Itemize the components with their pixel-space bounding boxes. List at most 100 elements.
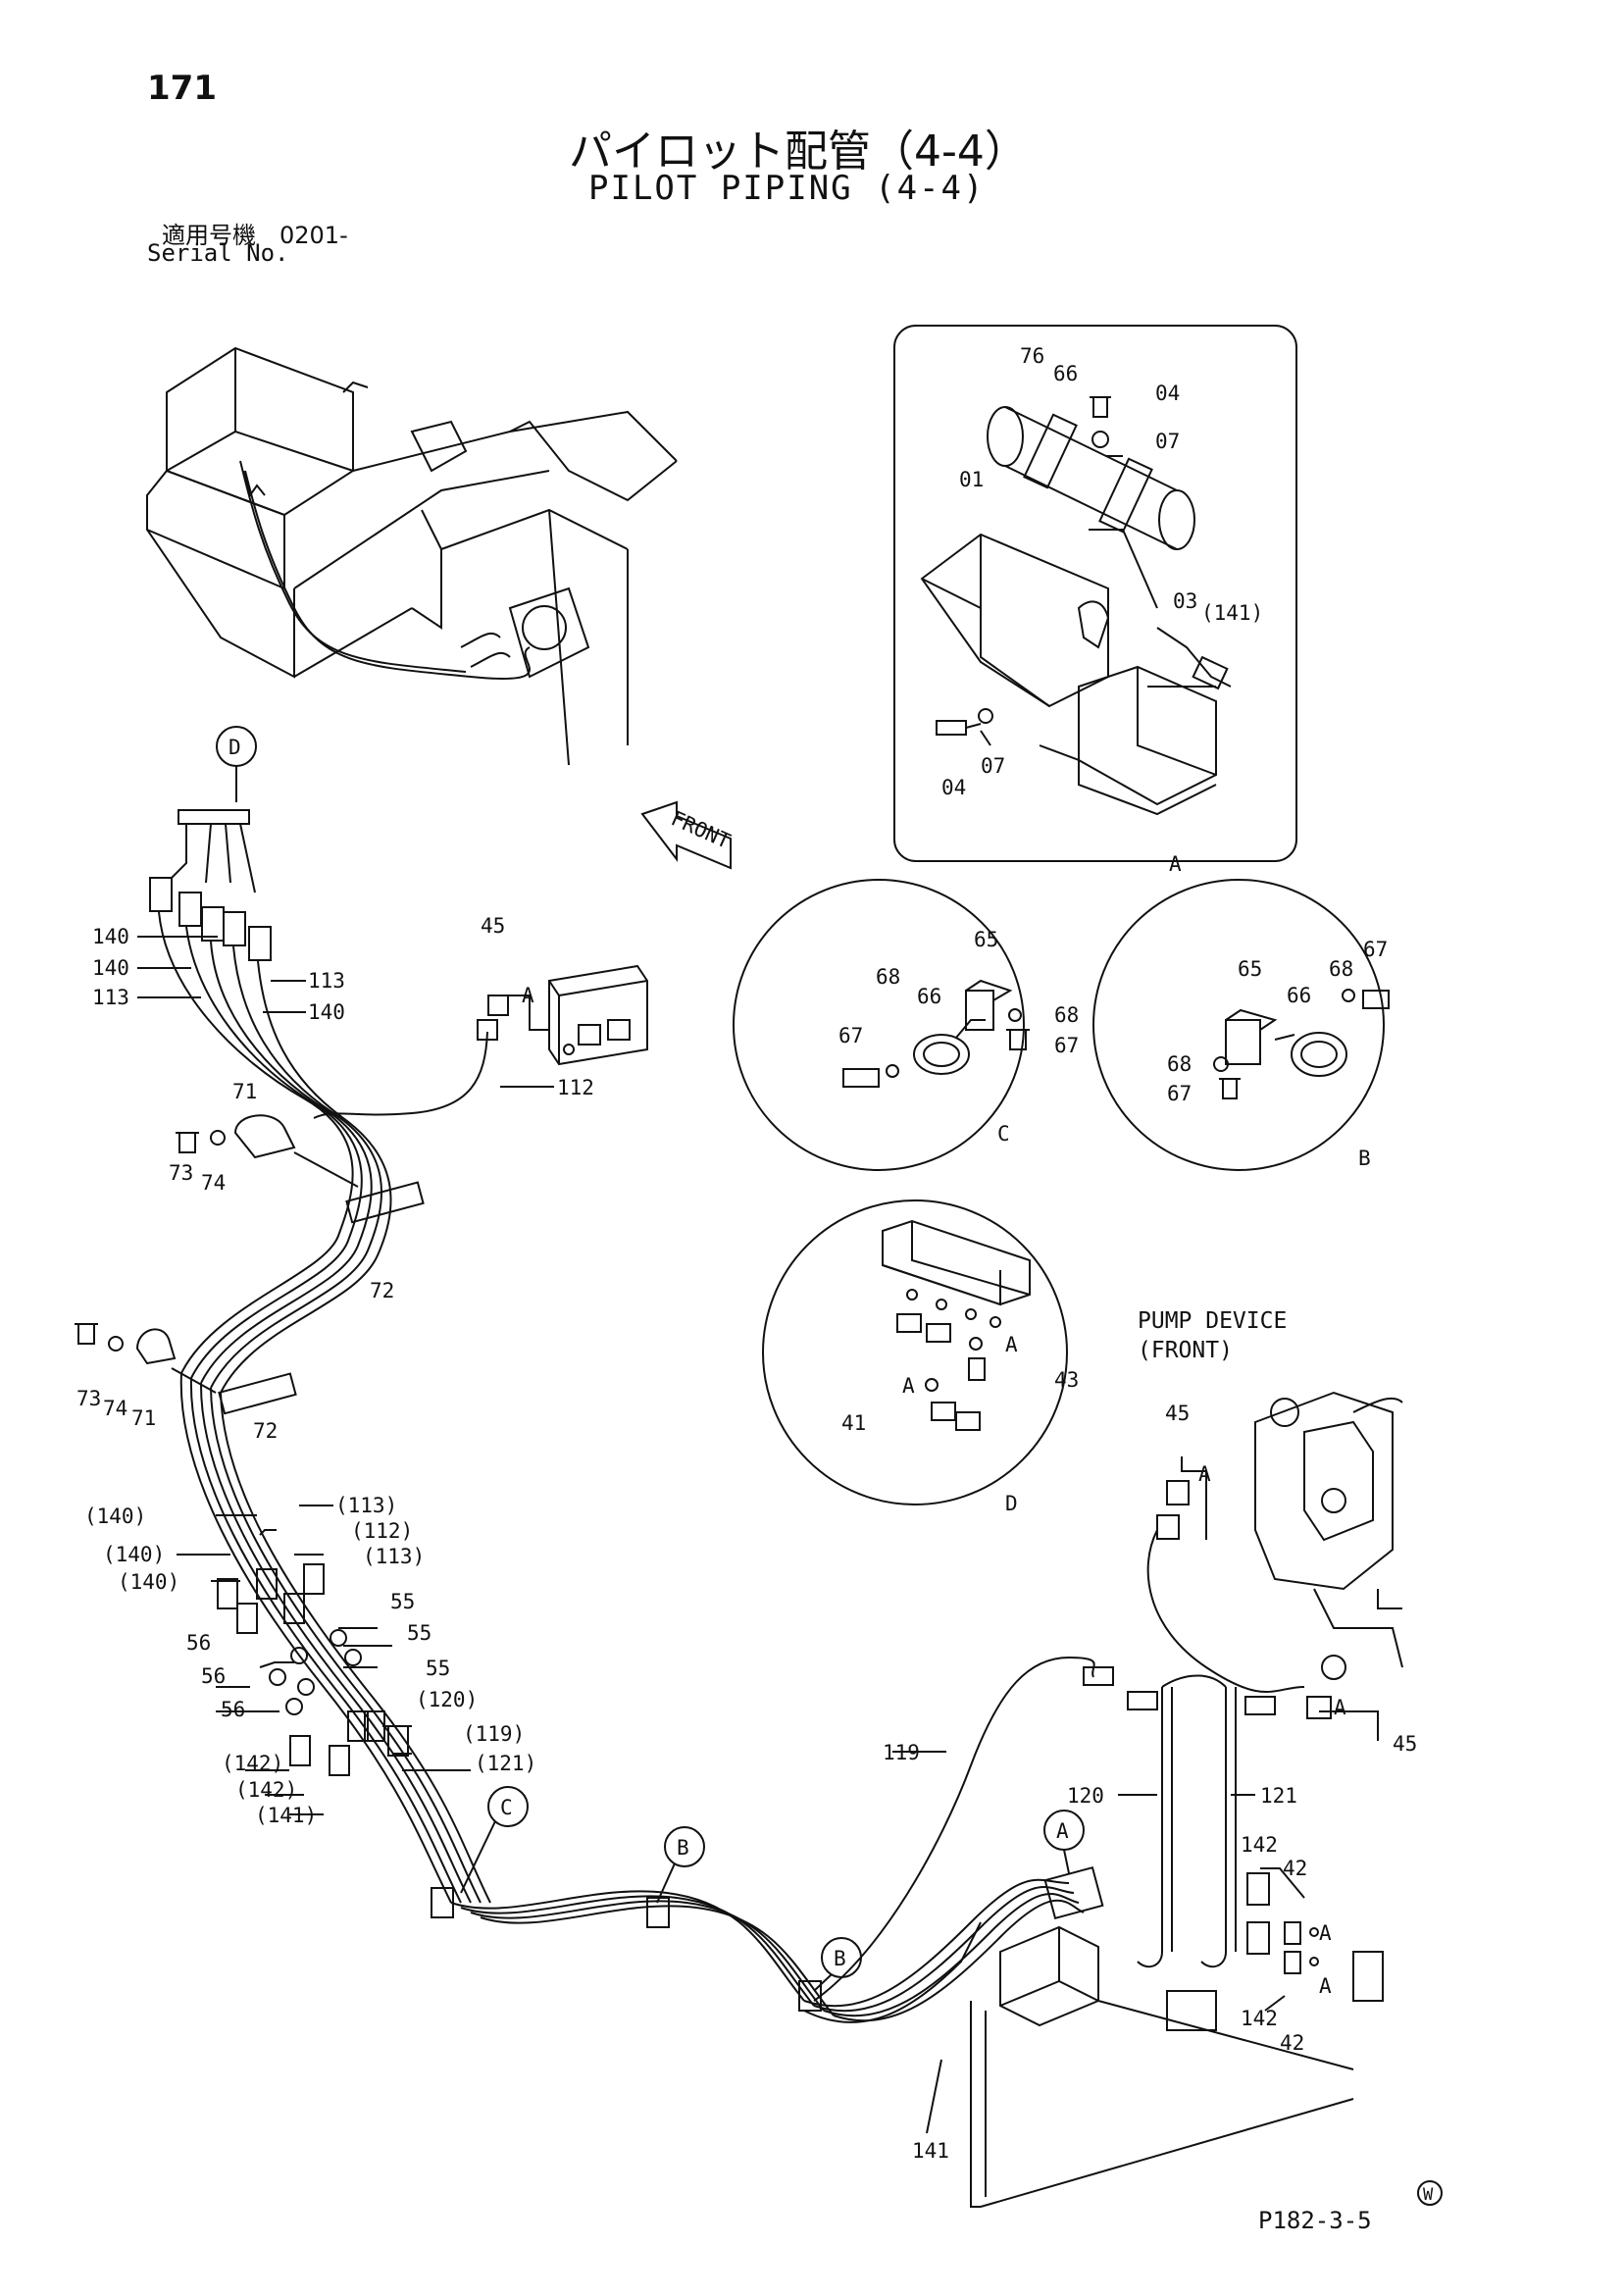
detail-d-letter-a-left: A: [902, 1374, 915, 1398]
part-a-marker-3: A: [1334, 1696, 1346, 1719]
front-arrow: [640, 800, 732, 870]
part-112-c: (112): [351, 1519, 413, 1543]
detail-a-part-07-top: 07: [1155, 430, 1180, 453]
part-74-b: 74: [103, 1397, 127, 1420]
machine-overview-drawing: [146, 346, 678, 766]
part-142-a: 142: [1241, 1833, 1278, 1857]
detail-c-part-66: 66: [917, 985, 941, 1008]
detail-d-part-43: 43: [1054, 1368, 1079, 1392]
detail-a-letter: A: [1169, 852, 1182, 876]
part-55-c: 55: [426, 1657, 450, 1680]
part-72-b: 72: [253, 1419, 278, 1443]
part-120: 120: [1067, 1784, 1104, 1808]
detail-b-part-67-top: 67: [1363, 938, 1388, 961]
part-a-marker-1: A: [522, 984, 534, 1007]
part-a-marker-4: A: [1319, 1921, 1332, 1945]
part-119-c: (119): [463, 1722, 525, 1746]
part-140-b: 140: [92, 956, 129, 980]
callout-c-letter: C: [500, 1796, 513, 1819]
part-a-marker-5: A: [1319, 1974, 1332, 1998]
detail-b-part-68-top: 68: [1329, 957, 1353, 981]
detail-b-part-66: 66: [1287, 984, 1311, 1007]
detail-b-part-65: 65: [1238, 957, 1262, 981]
detail-b-letter: B: [1358, 1147, 1371, 1170]
title-english: PILOT PIPING (4-4): [588, 169, 986, 208]
part-72-a: 72: [370, 1279, 394, 1302]
part-119: 119: [883, 1741, 920, 1764]
part-45-c: 45: [1393, 1732, 1417, 1756]
part-113-d: (113): [363, 1545, 425, 1568]
part-56-c: 56: [221, 1698, 245, 1721]
detail-a-part-03: 03: [1173, 589, 1197, 613]
part-113-a: 113: [92, 986, 129, 1009]
pump-device-label: PUMP DEVICE (FRONT): [1138, 1306, 1287, 1365]
detail-c-part-65: 65: [974, 928, 998, 951]
part-73-a: 73: [169, 1161, 193, 1185]
callout-a-letter: A: [1056, 1819, 1069, 1843]
part-140-d: (140): [84, 1505, 146, 1528]
detail-a-part-04-top: 04: [1155, 382, 1180, 405]
part-140-a: 140: [92, 925, 129, 948]
detail-c-part-68-left: 68: [876, 965, 900, 989]
detail-d-part-41: 41: [841, 1411, 866, 1435]
detail-b-part-68-left: 68: [1167, 1052, 1192, 1076]
part-121: 121: [1260, 1784, 1297, 1808]
part-42-b: 42: [1280, 2031, 1304, 2055]
callout-circle-b-lower: [821, 1937, 862, 1978]
detail-a-part-66: 66: [1053, 362, 1078, 385]
callout-d-letter: D: [228, 736, 241, 759]
detail-c-part-68-right: 68: [1054, 1003, 1079, 1027]
part-142-c-b: (142): [235, 1778, 297, 1802]
part-a-marker-2: A: [1198, 1462, 1211, 1486]
detail-a-frame: [893, 325, 1297, 862]
part-45-b: 45: [1165, 1402, 1190, 1425]
detail-d-letter: D: [1005, 1492, 1018, 1515]
part-142-b: 142: [1241, 2007, 1278, 2030]
part-113-b: 113: [308, 969, 345, 993]
detail-a-part-07-bottom: 07: [981, 754, 1005, 778]
part-121-c: (121): [475, 1752, 536, 1775]
part-140-f: (140): [118, 1570, 179, 1594]
part-45-a: 45: [481, 914, 505, 938]
part-71-b: 71: [131, 1406, 156, 1430]
part-55-a: 55: [390, 1590, 415, 1613]
part-141-c: (141): [255, 1804, 317, 1827]
pump-device-line2: (FRONT): [1138, 1338, 1233, 1363]
callout-circle-c: [487, 1786, 529, 1827]
detail-a-part-01: 01: [959, 468, 984, 491]
callout-circle-b-upper: [664, 1826, 705, 1867]
detail-a-part-141: (141): [1201, 601, 1263, 625]
part-73-b: 73: [76, 1387, 101, 1410]
part-42-a: 42: [1283, 1857, 1307, 1880]
hose-bundle: [75, 455, 1403, 2208]
detail-c-part-67-right: 67: [1054, 1034, 1079, 1057]
detail-a-drawing: [920, 396, 1232, 816]
detail-b-frame: [1092, 879, 1385, 1171]
callout-b-letter-lower: B: [834, 1947, 846, 1970]
part-141: 141: [912, 2139, 949, 2163]
title-japanese: パイロット配管（4-4）: [569, 127, 1028, 177]
detail-a-part-76: 76: [1020, 344, 1044, 368]
part-142-c-a: (142): [222, 1752, 283, 1775]
detail-c-frame: [733, 879, 1025, 1171]
part-140-e: (140): [103, 1543, 165, 1566]
part-55-b: 55: [407, 1621, 431, 1645]
detail-b-part-67-left: 67: [1167, 1082, 1192, 1105]
detail-c-letter: C: [997, 1122, 1010, 1146]
detail-d-letter-a-right: A: [1005, 1333, 1018, 1356]
detail-a-part-04-bottom: 04: [941, 776, 966, 799]
detail-d-frame: [762, 1199, 1068, 1505]
serial-label: Serial No.: [147, 239, 289, 267]
detail-b-drawing: [1213, 989, 1390, 1099]
watermark-circle: [1417, 2180, 1443, 2206]
detail-d-drawing: [882, 1219, 1031, 1431]
part-113-c: (113): [335, 1494, 397, 1517]
page-number: 171: [147, 69, 217, 108]
document-code: P182-3-5: [1258, 2207, 1372, 2234]
watermark-letter: W: [1423, 2185, 1434, 2205]
part-140-c: 140: [308, 1000, 345, 1024]
serial-range: 適用号機 0201-: [162, 222, 348, 249]
part-56-b: 56: [201, 1664, 226, 1688]
part-74-a: 74: [201, 1171, 226, 1195]
